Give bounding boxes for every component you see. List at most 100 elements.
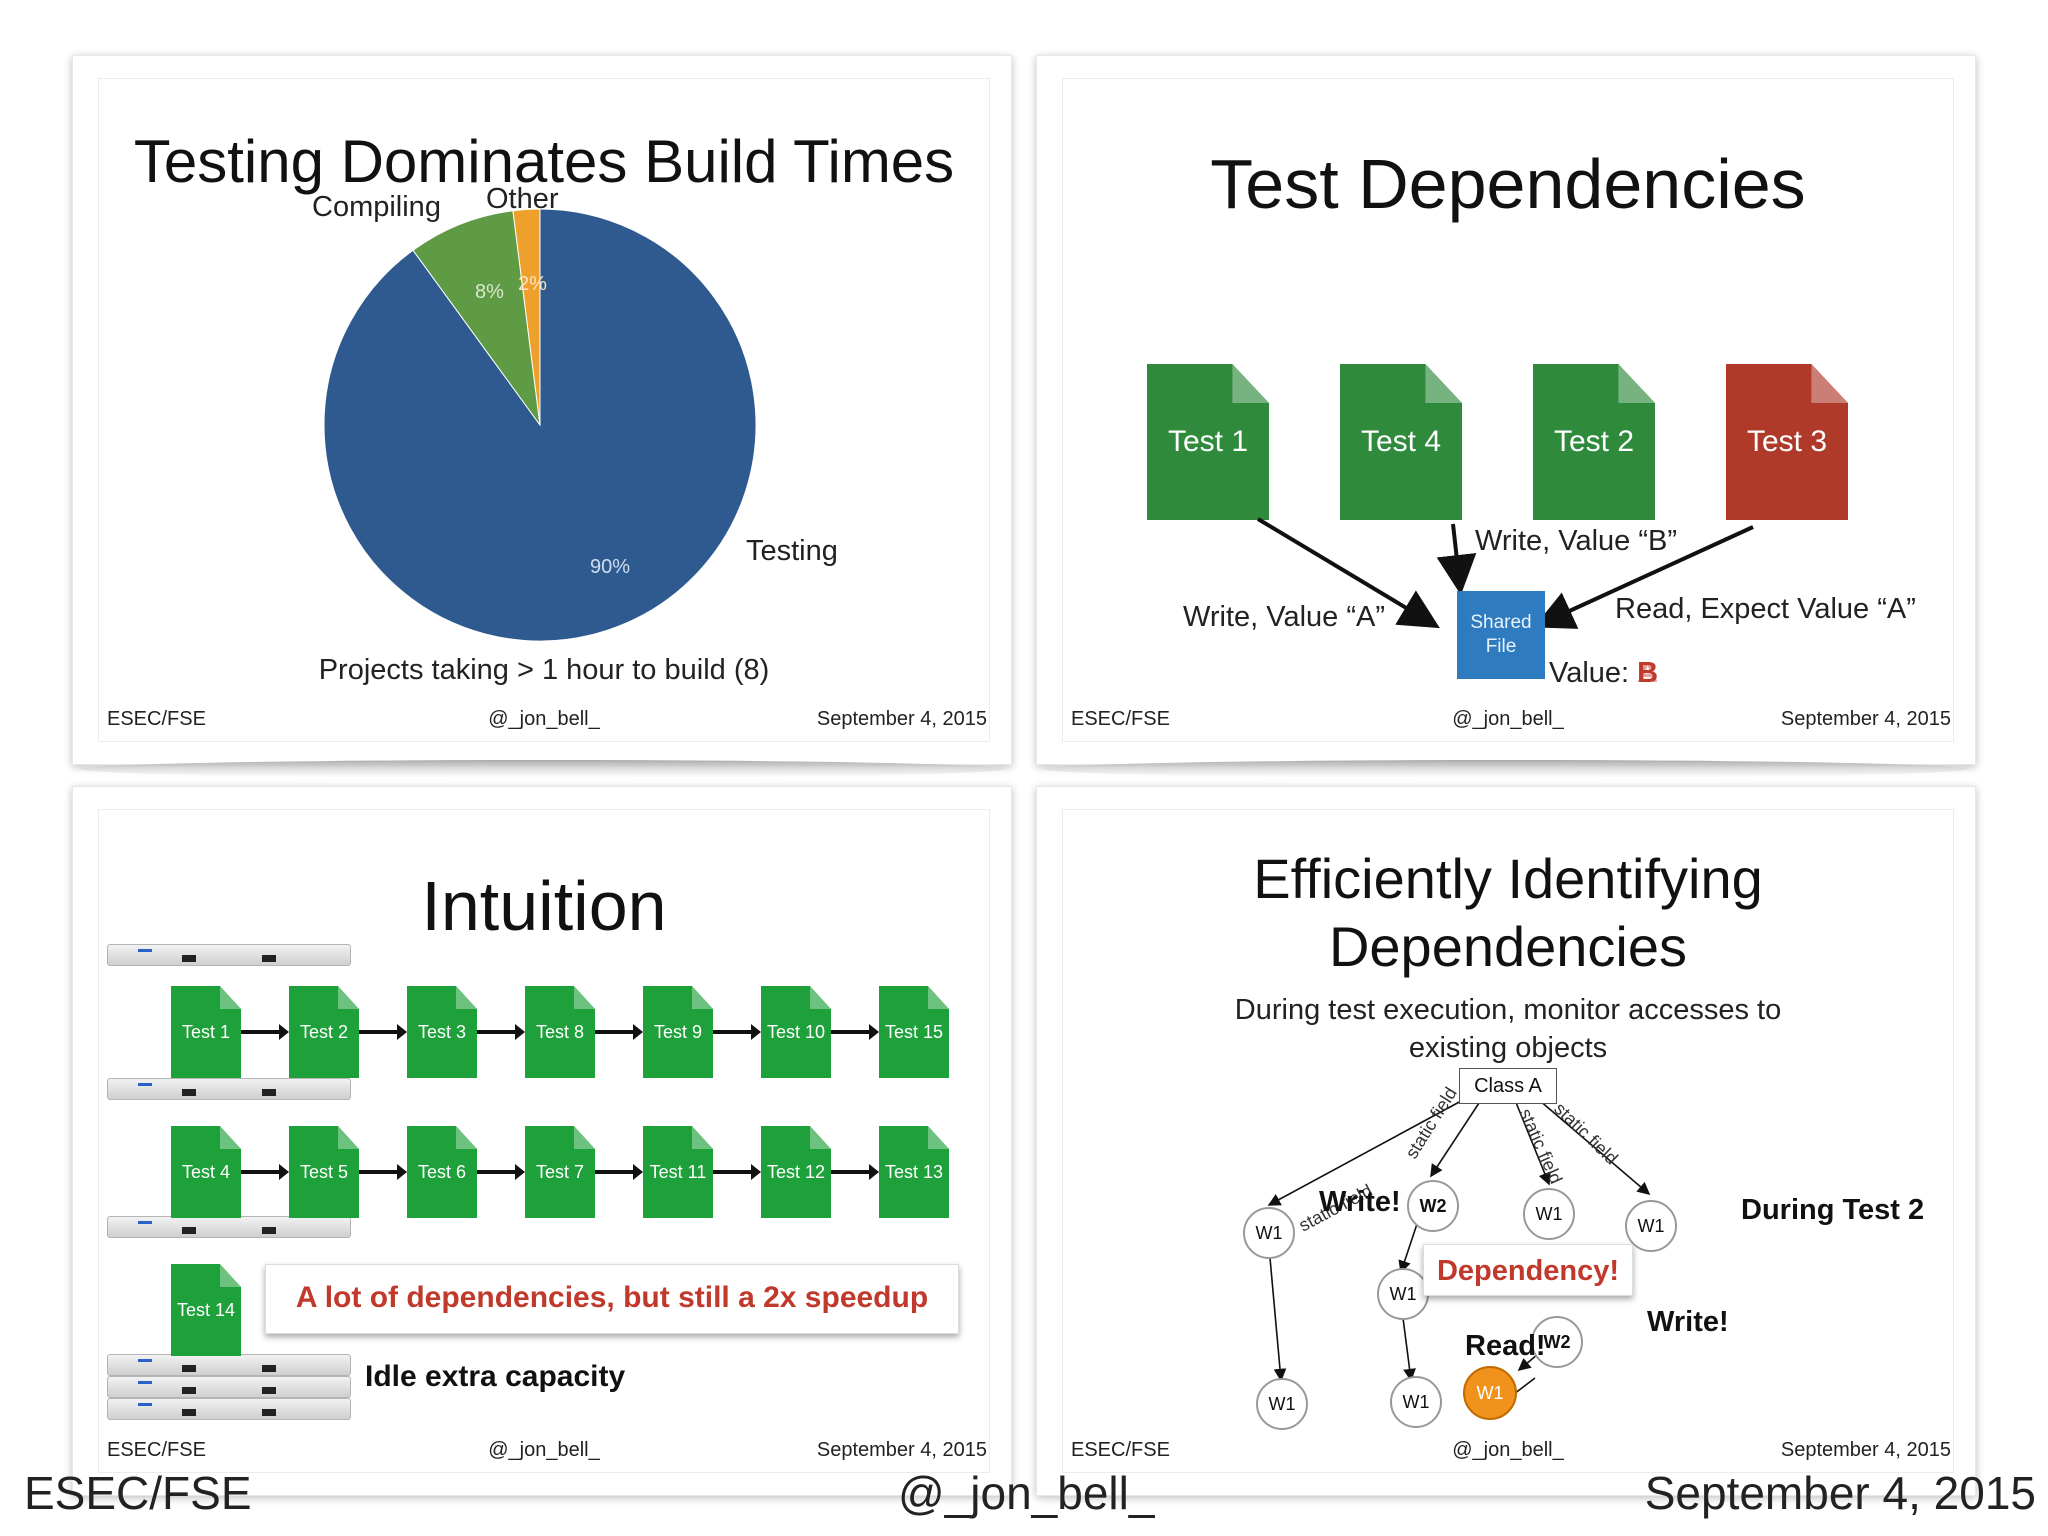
object-node-w1: W1 xyxy=(1256,1378,1308,1430)
node-label: W1 xyxy=(1476,1382,1504,1403)
test-file-icon: Test 9 xyxy=(643,986,713,1078)
arrow-head-icon xyxy=(397,1164,407,1180)
test-file-icon: Test 14 xyxy=(171,1264,241,1356)
slice-value-compiling: 8% xyxy=(475,281,504,303)
graph-edge xyxy=(1269,1257,1287,1382)
outer-footer-venue: ESEC/FSE xyxy=(24,1467,252,1519)
slice-label-other: Other xyxy=(486,183,559,215)
outer-footer-date: September 4, 2015 xyxy=(1644,1467,2036,1519)
slice-label-compiling: Compiling xyxy=(312,191,441,223)
test-file-label: Test 2 xyxy=(1553,425,1635,458)
read-label: Read! xyxy=(1465,1330,1546,1362)
test-file-icon: Test 4 xyxy=(1340,364,1462,520)
value-current: A B xyxy=(1637,657,1658,690)
shared-file-label: Shared xyxy=(1470,612,1532,633)
test-file-icon: Test 7 xyxy=(525,1126,595,1218)
footer-venue: ESEC/FSE xyxy=(1071,1439,1170,1461)
slice-value-testing: 90% xyxy=(590,556,630,578)
slide-card-test-dependencies[interactable]: Test Dependencies Test 1 Test 4 Test 2 T… xyxy=(1036,55,1976,765)
test-file-label: Test 1 xyxy=(181,1021,231,1042)
arrow-head-icon xyxy=(397,1024,407,1040)
arrow-head-icon xyxy=(515,1164,525,1180)
slide-subtitle: During test execution, monitor accesses … xyxy=(1234,994,1782,1026)
edge-label: static field xyxy=(1550,1098,1621,1168)
graph-edge xyxy=(1430,1099,1482,1178)
server-rack-icon xyxy=(107,1376,351,1398)
slide-title: Testing Dominates Build Times xyxy=(133,128,955,195)
object-node-w1: W1 xyxy=(1390,1376,1442,1428)
shared-file-icon: Shared File xyxy=(1457,591,1545,679)
test-file-icon: Test 12 xyxy=(761,1126,831,1218)
object-node-w2: W2 xyxy=(1531,1316,1583,1368)
footer-venue: ESEC/FSE xyxy=(107,708,206,730)
server-rack-icon xyxy=(107,1078,351,1100)
test-file-icon: Test 11 xyxy=(643,1126,713,1218)
arrow-test3-to-file xyxy=(1533,525,1754,629)
sequence-arrow xyxy=(713,1030,757,1034)
test-file-icon: Test 3 xyxy=(407,986,477,1078)
test-file-label: Test 2 xyxy=(299,1021,349,1042)
server-rack-icon xyxy=(107,1354,351,1376)
test-file-label: Test 12 xyxy=(766,1161,826,1182)
test-file-label: Test 6 xyxy=(417,1161,467,1182)
graph-edge xyxy=(1402,1317,1416,1382)
server-rack-icon xyxy=(107,1398,351,1420)
sequence-arrow xyxy=(241,1030,285,1034)
dependency-arrows xyxy=(1256,517,1754,629)
footer-date: September 4, 2015 xyxy=(1780,708,1951,730)
test-file-label: Test 8 xyxy=(535,1021,585,1042)
graph-edge xyxy=(1538,1099,1651,1196)
slide-card-build-times[interactable]: Testing Dominates Build Times Compiling … xyxy=(72,55,1012,765)
slide-title-line-2: Dependencies xyxy=(1328,915,1688,978)
outer-footer-handle: @_jon_bell_ xyxy=(898,1467,1155,1519)
test-file-label: Test 13 xyxy=(884,1161,944,1182)
arrow-test1-to-file xyxy=(1256,517,1440,629)
shared-file-label: File xyxy=(1485,636,1517,657)
test-file-icon: Test 10 xyxy=(761,986,831,1078)
value-overwritten: A xyxy=(1637,657,1659,689)
test-file-icon: Test 15 xyxy=(879,986,949,1078)
node-label: W2 xyxy=(1543,1331,1571,1352)
slice-label-testing: Testing xyxy=(746,535,838,567)
footer-date: September 4, 2015 xyxy=(816,1439,987,1461)
footer-venue: ESEC/FSE xyxy=(107,1439,206,1461)
arrow-head-icon xyxy=(279,1024,289,1040)
test-file-icon: Test 1 xyxy=(1147,364,1269,520)
footer-venue: ESEC/FSE xyxy=(1071,708,1170,730)
sequence-arrow xyxy=(595,1170,639,1174)
write-a-label: Write, Value “A” xyxy=(1183,601,1385,633)
arrow-head-icon xyxy=(751,1164,761,1180)
arrow-head-icon xyxy=(869,1024,879,1040)
object-graph: static field static field static field s… xyxy=(1267,1084,1651,1411)
class-a-label: Class A xyxy=(1474,1074,1542,1097)
class-a-node: Class A xyxy=(1459,1068,1557,1104)
speedup-callout-text: A lot of dependencies, but still a 2x sp… xyxy=(295,1281,929,1314)
pie-slice-other xyxy=(512,208,541,426)
test-file-label: Test 4 xyxy=(1360,425,1442,458)
sequence-arrow xyxy=(477,1170,521,1174)
object-node-w1-highlighted: W1 xyxy=(1463,1366,1517,1420)
test-file-icon: Test 13 xyxy=(879,1126,949,1218)
footer-handle: @_jon_bell_ xyxy=(1452,1439,1564,1461)
footer-date: September 4, 2015 xyxy=(1780,1439,1951,1461)
arrow-head-icon xyxy=(869,1164,879,1180)
pie-chart: Compiling Other Testing 90% 8% 2% xyxy=(312,183,838,642)
slice-value-other: 2% xyxy=(518,273,547,295)
node-label: W1 xyxy=(1637,1215,1665,1236)
object-node-w1: W1 xyxy=(1377,1268,1429,1320)
footer-handle: @_jon_bell_ xyxy=(488,1439,600,1461)
read-expect-label: Read, Expect Value “A” xyxy=(1615,593,1916,625)
write-label: Write! xyxy=(1319,1186,1401,1218)
pie-slice-compiling xyxy=(412,210,541,426)
test-file-label: Test 10 xyxy=(766,1021,826,1042)
node-label: W1 xyxy=(1402,1391,1430,1412)
sequence-arrow xyxy=(595,1030,639,1034)
node-label: W1 xyxy=(1255,1222,1283,1243)
slide-card-identifying-dependencies[interactable]: Efficiently Identifying Dependencies Dur… xyxy=(1036,786,1976,1496)
arrow-head-icon xyxy=(751,1024,761,1040)
node-label: W1 xyxy=(1268,1393,1296,1414)
shelf-shadow xyxy=(80,760,1004,778)
